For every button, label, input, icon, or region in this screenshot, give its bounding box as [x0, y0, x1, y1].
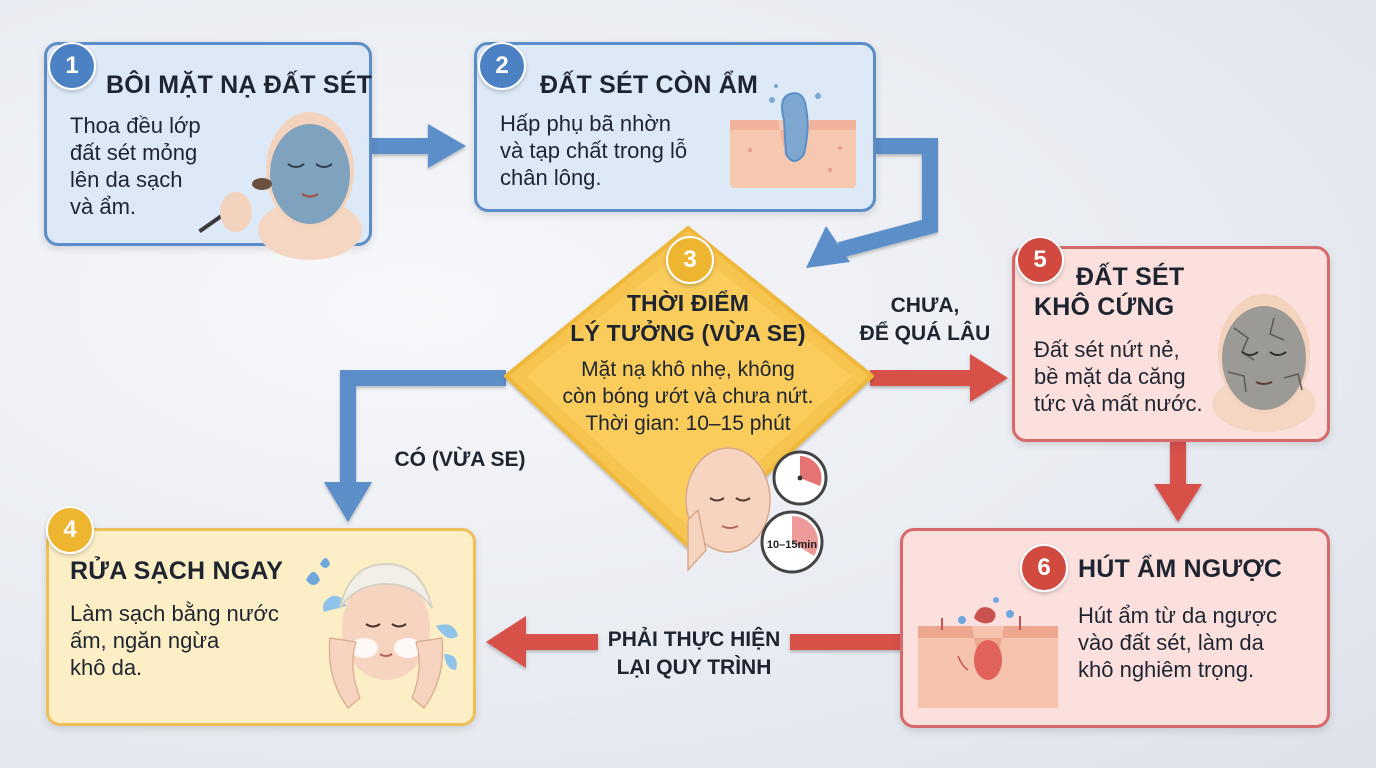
- step-4-badge: 4: [46, 506, 94, 554]
- step-2-badge: 2: [478, 42, 526, 90]
- step-2-title: ĐẤT SÉT CÒN ẨM: [540, 71, 759, 99]
- arrow-5-to-6: [1154, 442, 1202, 522]
- arrow-6-to-4: [486, 616, 902, 668]
- branch-label-yes: CÓ (VỪA SE): [394, 448, 526, 471]
- step-3-badge: 3: [666, 236, 714, 284]
- branch-label-no: CHƯA,ĐỂ QUÁ LÂU: [859, 294, 991, 345]
- arrow-3-to-5: [870, 354, 1008, 402]
- arrow-1-to-2: [372, 124, 466, 168]
- step-6-title: HÚT ẨM NGƯỢC: [1078, 555, 1283, 583]
- step-1-badge: 1: [48, 42, 96, 90]
- step-5-badge: 5: [1016, 236, 1064, 284]
- step-1-title: BÔI MẶT NẠ ĐẤT SÉT: [106, 71, 373, 99]
- step-6-badge: 6: [1020, 544, 1068, 592]
- step-4-title: RỬA SẠCH NGAY: [70, 557, 284, 585]
- arrow-3-to-4: [324, 370, 506, 522]
- arrow-2-to-3: [837, 138, 938, 258]
